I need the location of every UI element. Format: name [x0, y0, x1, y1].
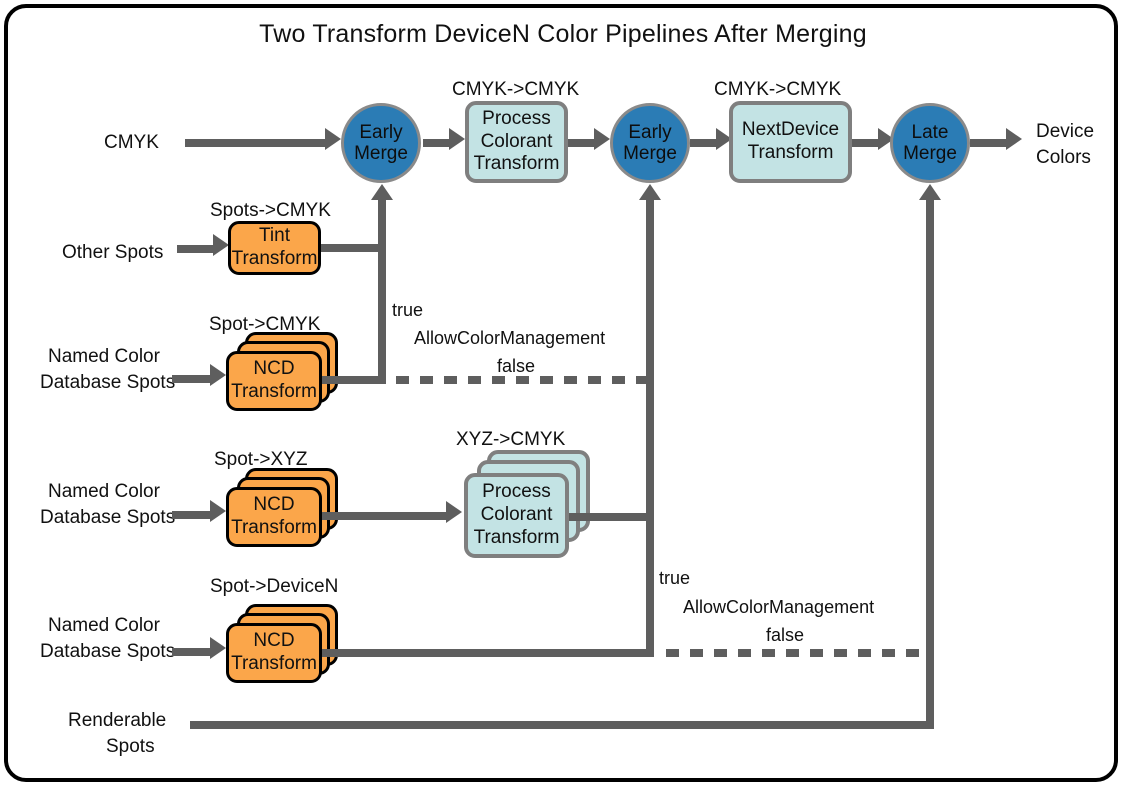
caption-spot-to-cmyk: Spot->CMYK	[209, 314, 321, 335]
late-merge-line2: Merge	[903, 143, 957, 164]
pct-top-line3: Transform	[473, 153, 560, 175]
connector-em2-to-nextdevice	[690, 139, 716, 147]
caption-spot-to-devicen: Spot->DeviceN	[210, 576, 339, 597]
connector-riser-early-merge-1	[378, 199, 386, 384]
connector-named3-to-ncd3	[172, 648, 210, 656]
connector-cmyk-to-early-merge-1	[185, 139, 325, 147]
connector-renderable-to-riser3	[190, 721, 934, 729]
node-early-merge-2[interactable]: Early Merge	[610, 103, 690, 183]
arrowhead-nextdevice-in	[716, 128, 732, 150]
connector-riser-early-merge-2	[646, 199, 654, 657]
caption-spot-to-xyz: Spot->XYZ	[214, 449, 308, 470]
connector-ncd1-to-riser1	[322, 376, 384, 384]
connector-pct-to-em2	[568, 139, 594, 147]
input-label-named-3-line2: Database Spots	[40, 641, 176, 662]
arrowhead-em2-in	[594, 128, 610, 150]
input-label-cmyk: CMYK	[104, 132, 159, 153]
connector-ncd3-to-riser2	[322, 649, 654, 657]
arrowhead-tint-in	[213, 234, 229, 256]
connector-otherspots-to-tint	[177, 245, 213, 253]
decision-1-true-label: true	[392, 300, 424, 320]
input-label-named-2-line1: Named Color	[48, 481, 160, 502]
ncd1-line1: NCD	[253, 358, 295, 380]
output-label-device-colors-line1: Device	[1036, 121, 1095, 142]
early-merge-2-line1: Early	[628, 121, 672, 143]
nextdevice-line1: NextDevice	[741, 119, 840, 141]
tint-line1: Tint	[259, 225, 290, 247]
node-ncd-transform-1[interactable]: NCD Transform	[226, 351, 322, 411]
node-ncd-transform-3[interactable]: NCD Transform	[226, 623, 322, 683]
node-process-colorant-transform-top[interactable]: Process Colorant Transform	[465, 101, 568, 183]
arrowhead-ncd3-in	[210, 637, 226, 659]
node-ncd-transform-2[interactable]: NCD Transform	[226, 487, 322, 547]
node-process-colorant-transform-xyz[interactable]: Process Colorant Transform	[464, 473, 569, 558]
caption-spots-to-cmyk: Spots->CMYK	[210, 200, 331, 221]
node-early-merge-1[interactable]: Early Merge	[341, 103, 421, 183]
arrowhead-early-merge-1-bottom	[371, 184, 393, 200]
caption-xyz-to-cmyk: XYZ->CMYK	[456, 429, 566, 450]
connector-nextdevice-to-latemerge	[852, 139, 878, 147]
decision-2-true-label: true	[659, 568, 691, 588]
early-merge-2-line2: Merge	[623, 143, 677, 164]
node-late-merge[interactable]: Late Merge	[890, 103, 970, 183]
tint-line2: Transform	[231, 248, 318, 269]
input-label-other-spots: Other Spots	[62, 242, 164, 263]
caption-cmyk-to-cmyk-1: CMYK->CMYK	[452, 79, 580, 100]
connector-named1-to-ncd1	[172, 375, 210, 383]
caption-cmyk-to-cmyk-2: CMYK->CMYK	[714, 79, 842, 100]
arrowhead-output	[1006, 128, 1022, 150]
arrowhead-late-merge-bottom	[919, 184, 941, 200]
ncd2-line1: NCD	[253, 494, 295, 516]
arrowhead-ncd1-in	[210, 364, 226, 386]
connector-riser-late-merge	[926, 199, 934, 725]
connector-dotted-decision-1	[396, 376, 654, 384]
decision-1-false-label: false	[497, 356, 536, 376]
input-label-named-3-line1: Named Color	[48, 615, 160, 636]
connector-dotted-decision-2	[666, 649, 934, 657]
page-title: Two Transform DeviceN Color Pipelines Af…	[259, 20, 867, 48]
decision-2-name: AllowColorManagement	[683, 597, 875, 617]
input-label-named-1-line1: Named Color	[48, 346, 160, 367]
pctxyz-line2: Colorant	[480, 504, 553, 526]
input-label-named-2-line2: Database Spots	[40, 507, 176, 528]
decision-2-false-label: false	[766, 625, 805, 645]
nextdevice-line2: Transform	[747, 142, 834, 163]
output-label-device-colors-line2: Colors	[1036, 147, 1091, 168]
pct-top-line1: Process	[482, 107, 551, 129]
ncd1-line2: Transform	[231, 381, 317, 402]
node-nextdevice-transform[interactable]: NextDevice Transform	[729, 101, 852, 183]
connector-named2-to-ncd2	[172, 511, 210, 519]
decision-1-name: AllowColorManagement	[414, 328, 606, 348]
connector-pctxyz-to-riser2	[569, 513, 654, 521]
early-merge-1-line1: Early	[359, 121, 403, 143]
arrowhead-pct-in	[449, 128, 465, 150]
ncd3-line2: Transform	[231, 653, 317, 674]
late-merge-line1: Late	[911, 121, 949, 143]
ncd3-line1: NCD	[253, 630, 295, 652]
node-tint-transform[interactable]: Tint Transform	[228, 221, 321, 275]
input-label-renderable-line2: Spots	[106, 736, 155, 757]
input-label-named-1-line2: Database Spots	[40, 372, 176, 393]
connector-latemerge-to-output	[970, 139, 1006, 147]
ncd2-line2: Transform	[231, 517, 317, 538]
input-label-renderable-line1: Renderable	[68, 710, 167, 731]
connector-em1-to-pct	[423, 139, 449, 147]
arrowhead-cmyk-in	[325, 128, 341, 150]
connector-ncd2-to-pctxyz	[322, 512, 446, 520]
arrowhead-ncd2-in	[210, 500, 226, 522]
pctxyz-line1: Process	[482, 481, 551, 503]
pct-top-line2: Colorant	[480, 130, 553, 152]
early-merge-1-line2: Merge	[354, 143, 408, 164]
pctxyz-line3: Transform	[473, 526, 560, 548]
arrowhead-pctxyz-in	[446, 501, 462, 523]
arrowhead-early-merge-2-bottom	[639, 184, 661, 200]
connector-tint-to-riser1	[321, 244, 386, 252]
